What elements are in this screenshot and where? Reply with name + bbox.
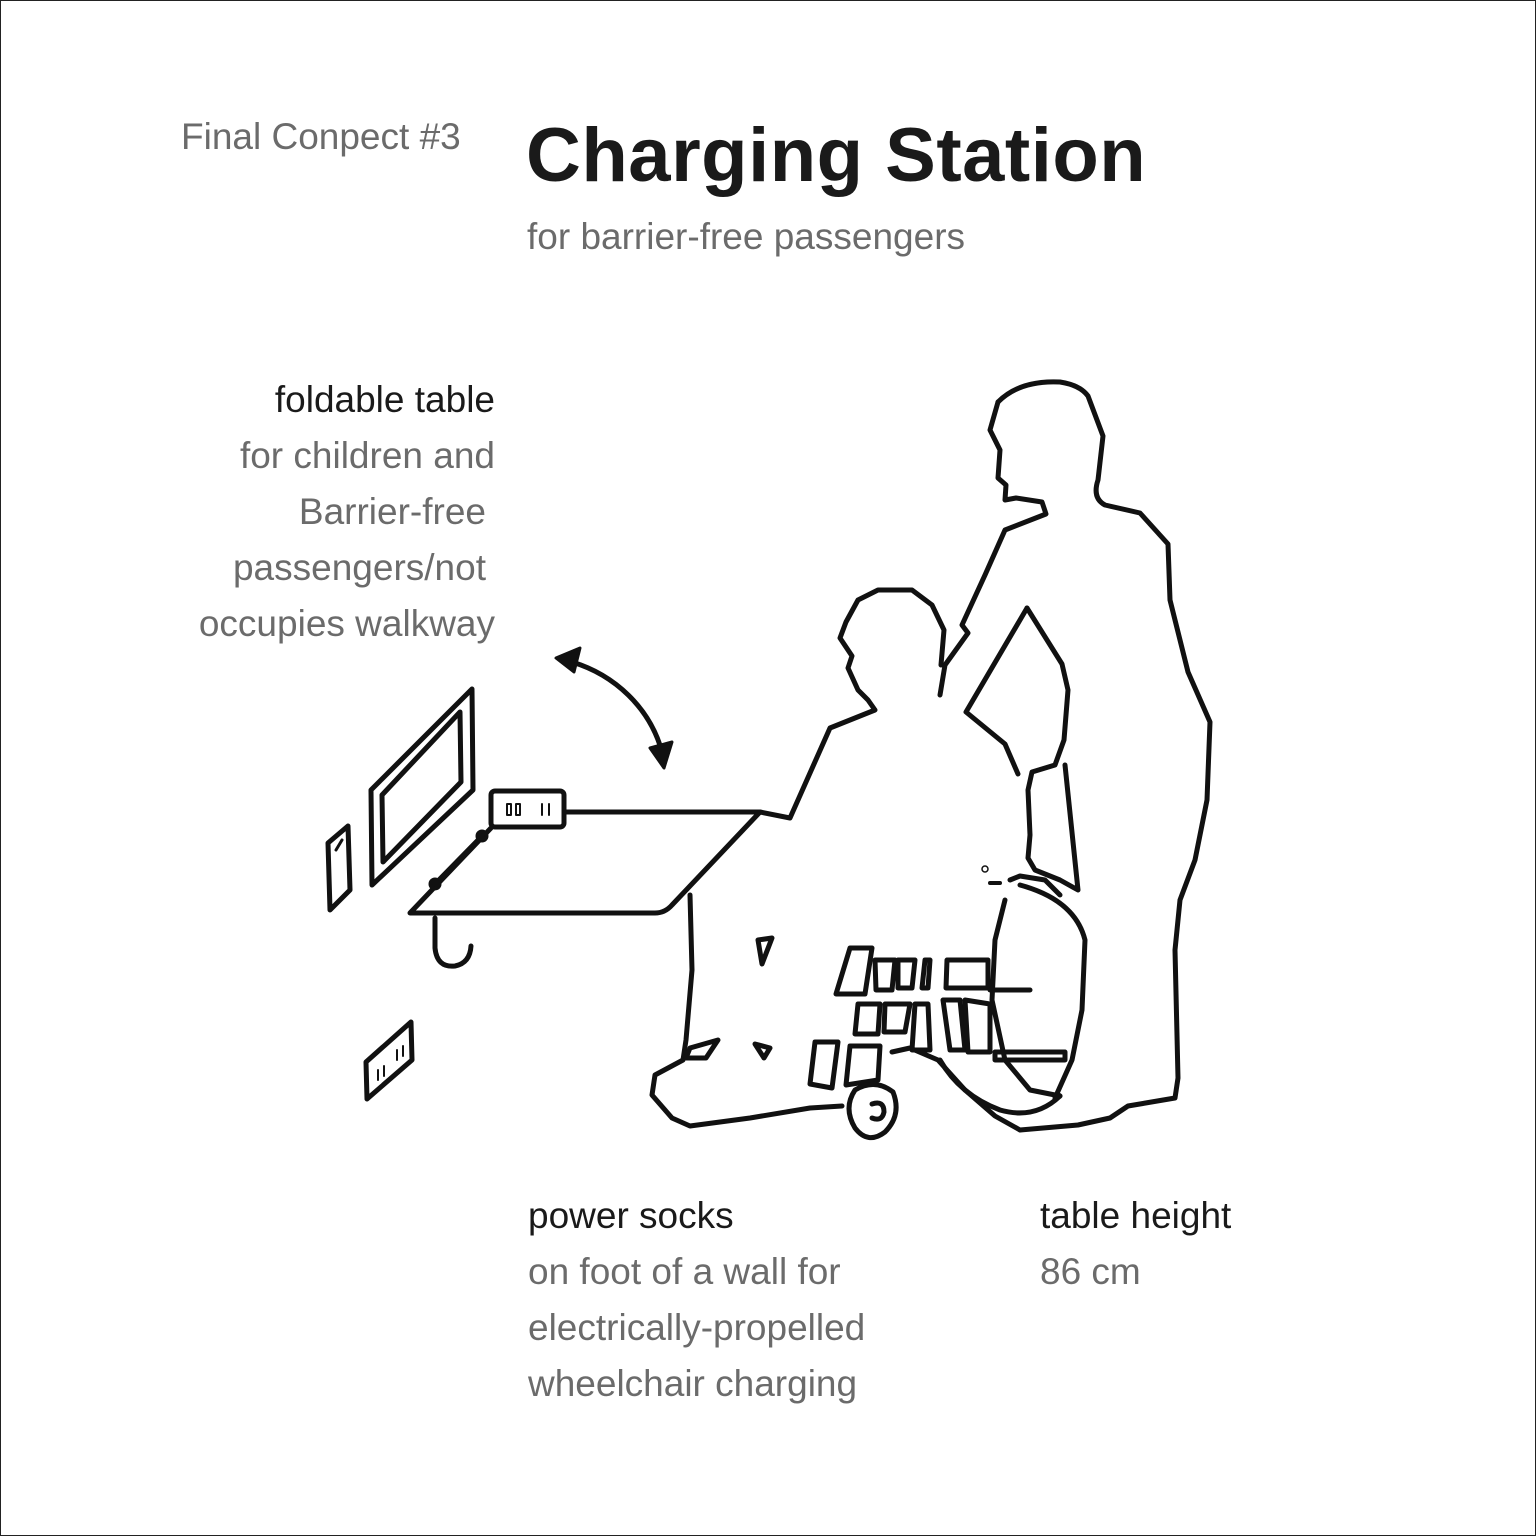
power-socks-line-2: electrically-propelled [528, 1307, 866, 1348]
foldable-table-annotation: foldable table for children and Barrier-… [199, 372, 495, 652]
foldable-table-heading: foldable table [274, 379, 495, 420]
wheelchair-user-silhouette [649, 587, 1088, 1141]
table-height-value: 86 cm [1040, 1251, 1141, 1292]
table-hook-icon [432, 915, 474, 969]
power-socks-line-1: on foot of a wall for [528, 1251, 841, 1292]
foldable-table-icon [407, 809, 763, 916]
foldable-table-line-1: for children and [239, 435, 495, 476]
power-socks-line-3: wheelchair charging [528, 1363, 858, 1404]
floor-socket-icon [363, 1019, 415, 1102]
foldable-table-line-3: passengers/not [232, 547, 486, 588]
power-socks-annotation: power socks on foot of a wall for electr… [528, 1188, 865, 1412]
power-socks-heading: power socks [528, 1195, 734, 1236]
foldable-table-line-4: occupies walkway [198, 603, 495, 644]
usb-charger-icon [488, 788, 567, 830]
phone-holder-icon [325, 823, 353, 913]
concept-label: Final Conpect #3 [181, 116, 461, 157]
page-subtitle: for barrier-free passengers [527, 216, 966, 257]
caregiver-silhouette [937, 379, 1213, 1133]
foldable-table-line-2: Barrier-free [298, 491, 486, 532]
fold-arrow-icon [554, 646, 674, 770]
wall-mounted-screen-icon [368, 686, 476, 888]
page-title: Charging Station [526, 113, 1147, 198]
table-height-heading: table height [1040, 1195, 1232, 1236]
table-height-annotation: table height 86 cm [1040, 1188, 1231, 1300]
